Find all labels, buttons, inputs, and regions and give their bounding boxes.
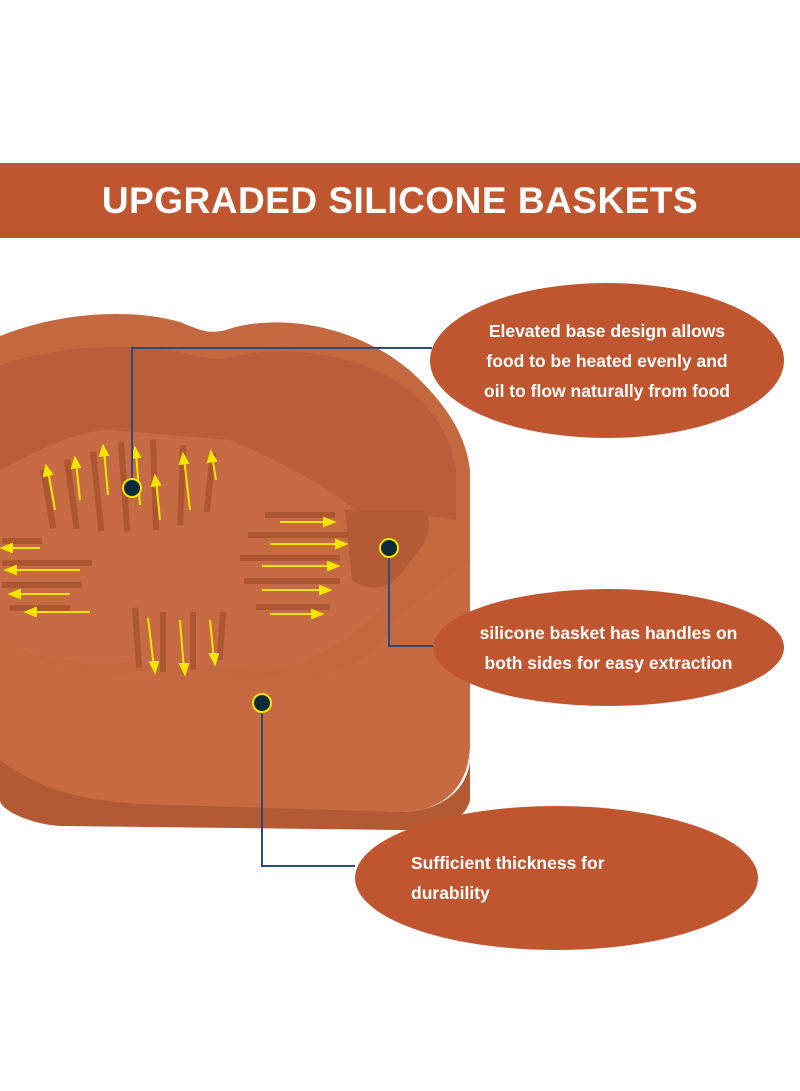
flow-arrow-icon (0, 443, 349, 677)
title-banner: UPGRADED SILICONE BASKETS (0, 163, 800, 238)
callout-dot-icon (122, 478, 399, 713)
callout-handles: silicone basket has handles on both side… (433, 589, 784, 706)
silicone-basket (0, 313, 470, 830)
leader-lines (131, 347, 433, 867)
callout-elevated-base: Elevated base design allows food to be h… (430, 283, 784, 438)
callout-text: Elevated base design allows food to be h… (484, 320, 730, 401)
callout-text: silicone basket has handles on both side… (479, 622, 738, 673)
callout-text: Sufficient thickness for durability (411, 853, 605, 903)
page-title: UPGRADED SILICONE BASKETS (101, 179, 699, 221)
callout-thickness: Sufficient thickness for durability (355, 806, 758, 950)
